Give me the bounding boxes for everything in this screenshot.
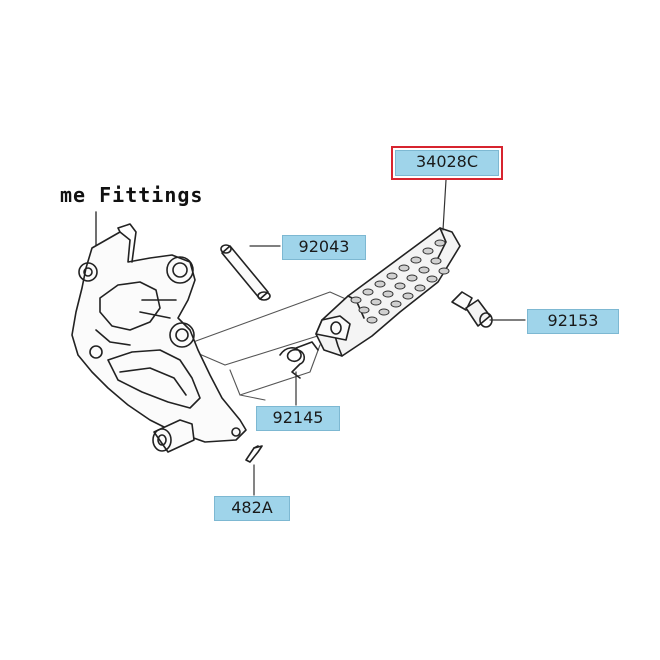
callout-92043[interactable]: 92043 [282, 235, 366, 260]
spring-92145 [279, 341, 319, 379]
callout-482a[interactable]: 482A [214, 496, 290, 521]
assembly-guide-lines [184, 291, 376, 401]
callout-92145[interactable]: 92145 [256, 406, 340, 431]
footrest-bracket [71, 223, 247, 443]
callout-34028c[interactable]: 34028C [391, 146, 503, 180]
section-title: me Fittings [60, 183, 204, 207]
bolt-92153 [451, 291, 493, 328]
footpeg [315, 227, 461, 357]
callout-92153[interactable]: 92153 [527, 309, 619, 334]
pin-92043 [220, 244, 271, 301]
callout-leaders [249, 179, 526, 496]
clip-482a [245, 445, 263, 463]
pivot-boss [152, 419, 241, 453]
